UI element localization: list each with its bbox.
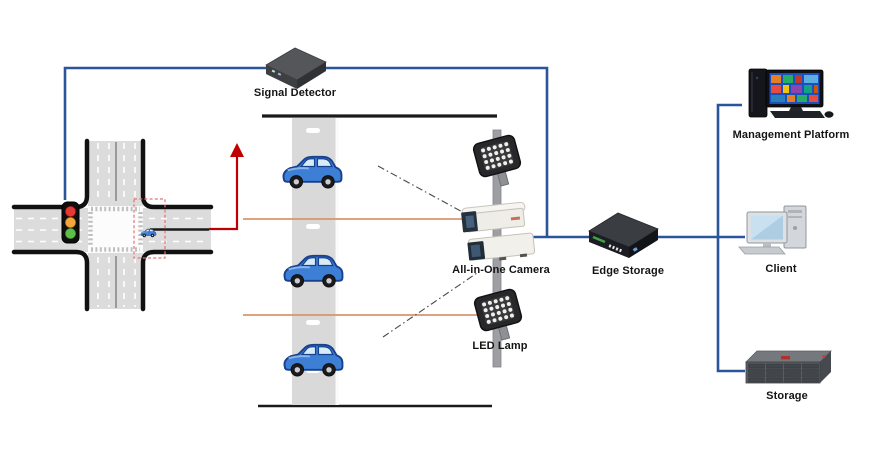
signal-detector-icon: [265, 47, 327, 89]
drive-bays: [748, 363, 819, 383]
storage-icon: [745, 350, 832, 384]
traffic-light-icon: [61, 201, 80, 244]
road-edge-line: [335, 118, 339, 405]
intersection-graphic: [11, 138, 214, 312]
detection-zone-box: [133, 198, 166, 259]
all-in-one-camera-label: All-in-One Camera: [452, 264, 550, 276]
alert-arrow-line: [209, 143, 244, 231]
connection-line-platform-storage: [716, 103, 745, 373]
fov-line-lower: [382, 272, 478, 338]
management-platform-icon: [748, 68, 834, 118]
client-icon: [738, 205, 807, 255]
lane-dashes: [16, 143, 207, 307]
camera-icon-lower: [467, 232, 536, 261]
led-lamp-label: LED Lamp: [472, 340, 528, 352]
camera-fov-lines: [377, 165, 478, 338]
crosswalk-marks: [88, 206, 143, 252]
fov-line-upper: [377, 165, 469, 216]
management-platform-label: Management Platform: [732, 129, 850, 141]
client-label: Client: [765, 263, 797, 275]
arrowhead-up: [230, 143, 244, 157]
roadside-pole-assembly: [461, 129, 536, 368]
storage-label: Storage: [766, 390, 808, 402]
signal-detector-label: Signal Detector: [253, 87, 337, 99]
windows-tiles: [771, 75, 818, 102]
detection-zone-lines: [243, 218, 478, 316]
camera-icon-upper: [461, 201, 526, 233]
edge-storage-label: Edge Storage: [591, 265, 665, 277]
edge-storage-icon: [588, 212, 659, 258]
